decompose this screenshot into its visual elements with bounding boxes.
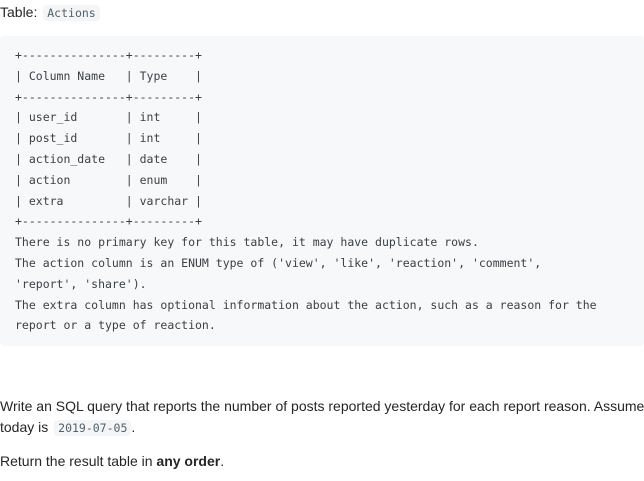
table-label-prefix: Table: (0, 4, 38, 20)
table-name-code: Actions (43, 5, 100, 21)
schema-note-enum-2: 'report', 'share'). (15, 276, 147, 291)
order-emphasis: any order (156, 453, 221, 469)
schema-note-extra-1: The extra column has optional informatio… (15, 297, 597, 312)
schema-code-block: +---------------+---------+ | Column Nam… (0, 36, 644, 346)
schema-header-row: | Column Name | Type | (15, 68, 202, 83)
table-label: Table: Actions (0, 2, 100, 23)
schema-row-user-id: | user_id | int | (15, 110, 202, 125)
description-line1: Write an SQL query that reports the numb… (0, 398, 644, 414)
problem-description: Write an SQL query that reports the numb… (0, 396, 644, 439)
schema-note-extra-2: report or a type of reaction. (15, 318, 216, 333)
schema-row-action-date: | action_date | date | (15, 151, 202, 166)
date-code: 2019-07-05 (54, 420, 132, 436)
schema-note-enum-1: The action column is an ENUM type of ('v… (15, 255, 542, 270)
description-today-prefix: today is (0, 419, 49, 435)
schema-border-bottom: +---------------+---------+ (15, 214, 202, 229)
schema-note-primary-key: There is no primary key for this table, … (15, 235, 479, 250)
description-line2: today is 2019-07-05. (0, 417, 644, 439)
order-suffix: . (220, 453, 225, 469)
schema-border-mid: +---------------+---------+ (15, 89, 202, 104)
schema-pre: +---------------+---------+ | Column Nam… (15, 45, 629, 336)
schema-row-post-id: | post_id | int | (15, 131, 202, 146)
order-instruction: Return the result table in any order. (0, 451, 224, 472)
schema-row-extra: | extra | varchar | (15, 193, 202, 208)
description-suffix: . (131, 419, 136, 435)
schema-border-top: +---------------+---------+ (15, 48, 202, 62)
schema-row-action: | action | enum | (15, 172, 202, 187)
order-prefix: Return the result table in (0, 453, 153, 469)
